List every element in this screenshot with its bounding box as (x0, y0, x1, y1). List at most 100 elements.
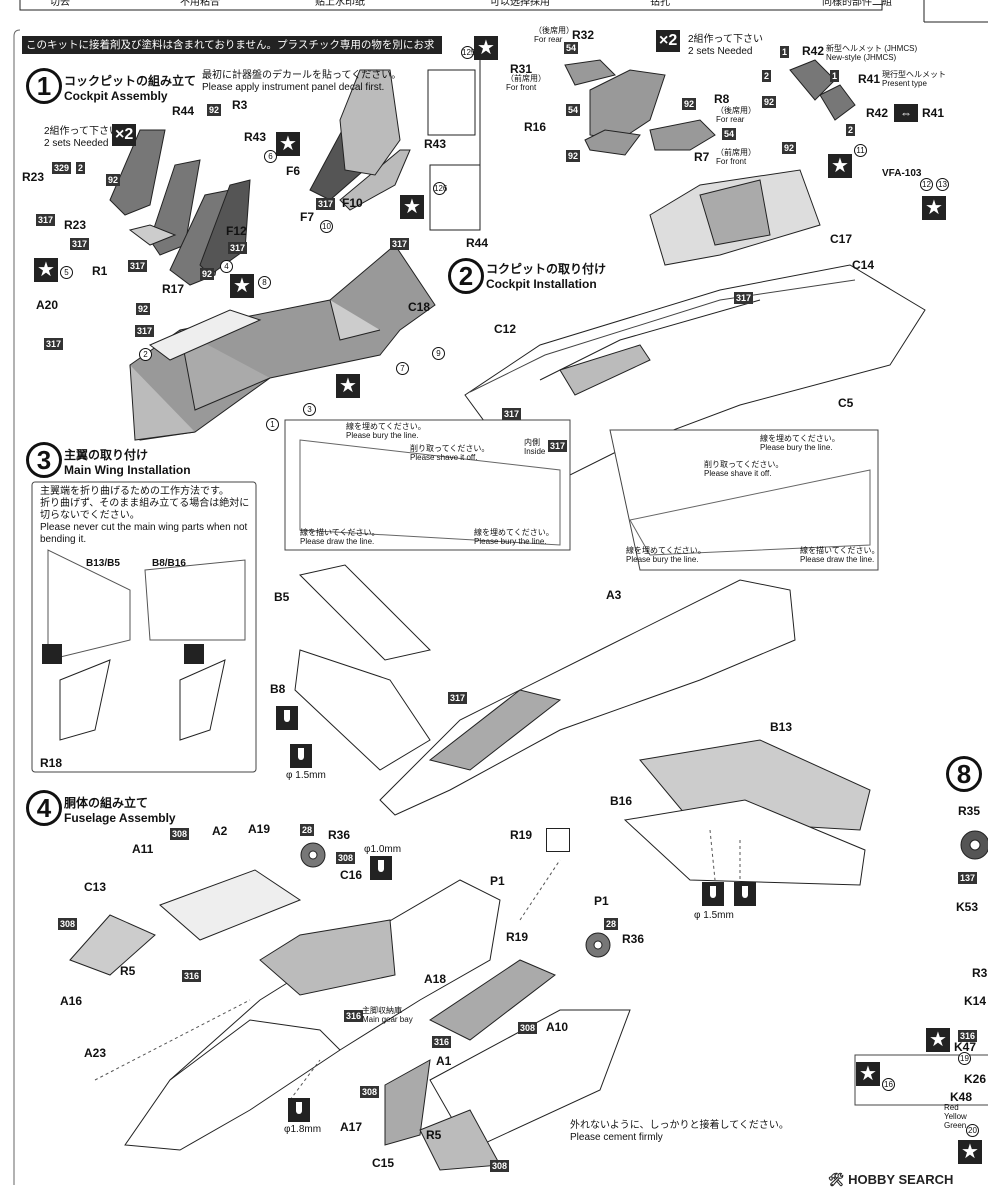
callout2-bury: 線を埋めてください。 Please bury the line. (760, 434, 840, 452)
drill-size: φ 1.5mm (694, 910, 734, 921)
part-label: R32 (572, 28, 595, 42)
color-code-badge: 316 (958, 1030, 978, 1042)
step2-title: コクピットの取り付け Cockpit Installation (486, 260, 606, 291)
cut-line-icon (42, 644, 62, 664)
part-label: C15 (372, 1156, 395, 1170)
color-code-badge: 317 (70, 238, 90, 250)
r8-note: （後席用） For rear (716, 106, 756, 124)
step-marker: 12 (920, 178, 933, 191)
star-icon: ★ (276, 132, 300, 156)
bury-jp: 線を埋めてください。 (760, 434, 840, 443)
callout1-bury2: 線を埋めてください。 Please bury the line. (474, 528, 554, 546)
color-code-badge: 28 (604, 918, 619, 930)
strip-drill: 钻孔 (650, 0, 670, 8)
color-code-badge: 316 (432, 1036, 452, 1048)
part-label: C17 (830, 232, 853, 246)
step1-note: 最初に計器盤のデカールを貼ってください。 Please apply instru… (202, 70, 401, 93)
drill-hole-icon (288, 1098, 310, 1122)
pilot-needed-en: 2 sets Needed (688, 45, 753, 57)
watermark: 🛠 HOBBY SEARCH (828, 1172, 953, 1188)
color-code-badge: 1 (780, 46, 790, 58)
drill-hole-icon (276, 706, 298, 730)
star-icon: ★ (856, 1062, 880, 1086)
fuselage-step2 (464, 169, 926, 481)
bury2-en: Please bury the line. (474, 537, 547, 547)
step4-title: 胴体の組み立て Fuselage Assembly (64, 794, 176, 825)
drill-hole-icon (702, 882, 724, 906)
helmet-new-en: New-style (JHMCS) (826, 53, 897, 63)
helmet-present-en: Present type (882, 79, 927, 89)
part-label: R23 (64, 218, 87, 232)
front-note-jp: （前席用） (506, 74, 546, 83)
step-marker: 10 (320, 220, 333, 233)
color-green: Green (944, 1120, 967, 1130)
helmet-new-note: 新型ヘルメット (JHMCS) New-style (JHMCS) (826, 44, 917, 62)
gear-bay-en: Main gear bay (362, 1015, 413, 1025)
part-label: R19 (510, 828, 533, 842)
watermark-logo-icon: 🛠 (828, 1172, 845, 1187)
bury2-jp: 線を埋めてください。 (474, 528, 554, 537)
color-yellow: Yellow (944, 1111, 967, 1121)
cement-jp: 外れないように、しっかりと接着してください。 (570, 1120, 789, 1131)
part-label: R8 (714, 92, 730, 106)
rear-note-jp: （後席用） (534, 26, 574, 35)
step1-needed-en: 2 sets Needed (44, 137, 109, 149)
step-marker: 2 (139, 348, 152, 361)
helmet-new-jp: 新型ヘルメット (JHMCS) (826, 44, 918, 53)
part-label: F12 (226, 224, 247, 238)
shave-en: Please shave it off. (410, 453, 478, 463)
part-label: B13 (770, 720, 793, 734)
strip-decal: 贴上水印纸 (315, 0, 365, 8)
part-label: R5 (426, 1128, 442, 1142)
part-label: A1 (436, 1054, 452, 1068)
step1-note-jp: 最初に計器盤のデカールを貼ってください。 (202, 70, 402, 81)
part-label: K47 (954, 1040, 977, 1054)
pilot-x2-badge: ×2 (656, 30, 681, 52)
step1-needed-jp: 2組作って下さい (44, 126, 120, 137)
fuselage-step4 (69, 869, 631, 1171)
rear-note: （後席用） For rear (534, 26, 574, 44)
part-label: B8/B16 (152, 558, 186, 569)
callout1-draw: 線を描いてください。 Please draw the line. (300, 528, 380, 546)
step3-number: 3 (26, 442, 62, 478)
color-code-badge: 92 (106, 174, 121, 186)
star-icon: ★ (34, 258, 58, 282)
shave-jp: 削り取ってください。 (410, 444, 490, 453)
wing-assembly (294, 564, 871, 886)
strip-cut: 切去 (50, 0, 70, 8)
star-icon: ★ (230, 274, 254, 298)
step2-title-jp: コクピットの取り付け (486, 262, 607, 276)
color-code-badge: 308 (518, 1022, 538, 1034)
pilot-figures (564, 59, 856, 156)
pilot-needed: 2組作って下さい 2 sets Needed (688, 34, 763, 57)
gear-bay-note: 主脚収納庫 Main gear bay (362, 1006, 413, 1024)
callout2-draw: 線を描いてください。 Please draw the line. (800, 546, 880, 564)
squadron-label: VFA-103 (882, 168, 922, 179)
part-label: R35 (958, 804, 981, 818)
part-label: A11 (132, 842, 154, 856)
color-code-badge: 317 (135, 325, 155, 337)
callout1-shave: 削り取ってください。 Please shave it off. (410, 444, 489, 462)
color-code-badge: 92 (566, 150, 581, 162)
part-label: F6 (286, 164, 301, 178)
part-label: C12 (494, 322, 517, 336)
step-marker: 11 (854, 144, 867, 157)
seat-exploded-right (339, 60, 481, 231)
star-icon: ★ (474, 36, 498, 60)
drill-size: φ1.8mm (284, 1124, 322, 1135)
step1-note-en: Please apply instrument panel decal firs… (202, 81, 385, 93)
color-code-badge: 54 (566, 104, 581, 116)
front-note: （前席用） For front (506, 74, 546, 92)
bury2-jp: 線を埋めてください。 (626, 546, 706, 555)
step2-title-en: Cockpit Installation (486, 277, 597, 291)
color-code-badge: 317 (316, 198, 336, 210)
color-code-badge: 1 (830, 70, 840, 82)
callout2-shave: 削り取ってください。 Please shave it off. (704, 460, 783, 478)
part-label: A18 (424, 972, 447, 986)
step8-number: 8 (946, 756, 982, 792)
draw-jp: 線を描いてください。 (300, 528, 380, 537)
color-code-badge: 54 (564, 42, 579, 54)
part-label: A17 (340, 1120, 363, 1134)
part-label: R31 (510, 62, 533, 76)
